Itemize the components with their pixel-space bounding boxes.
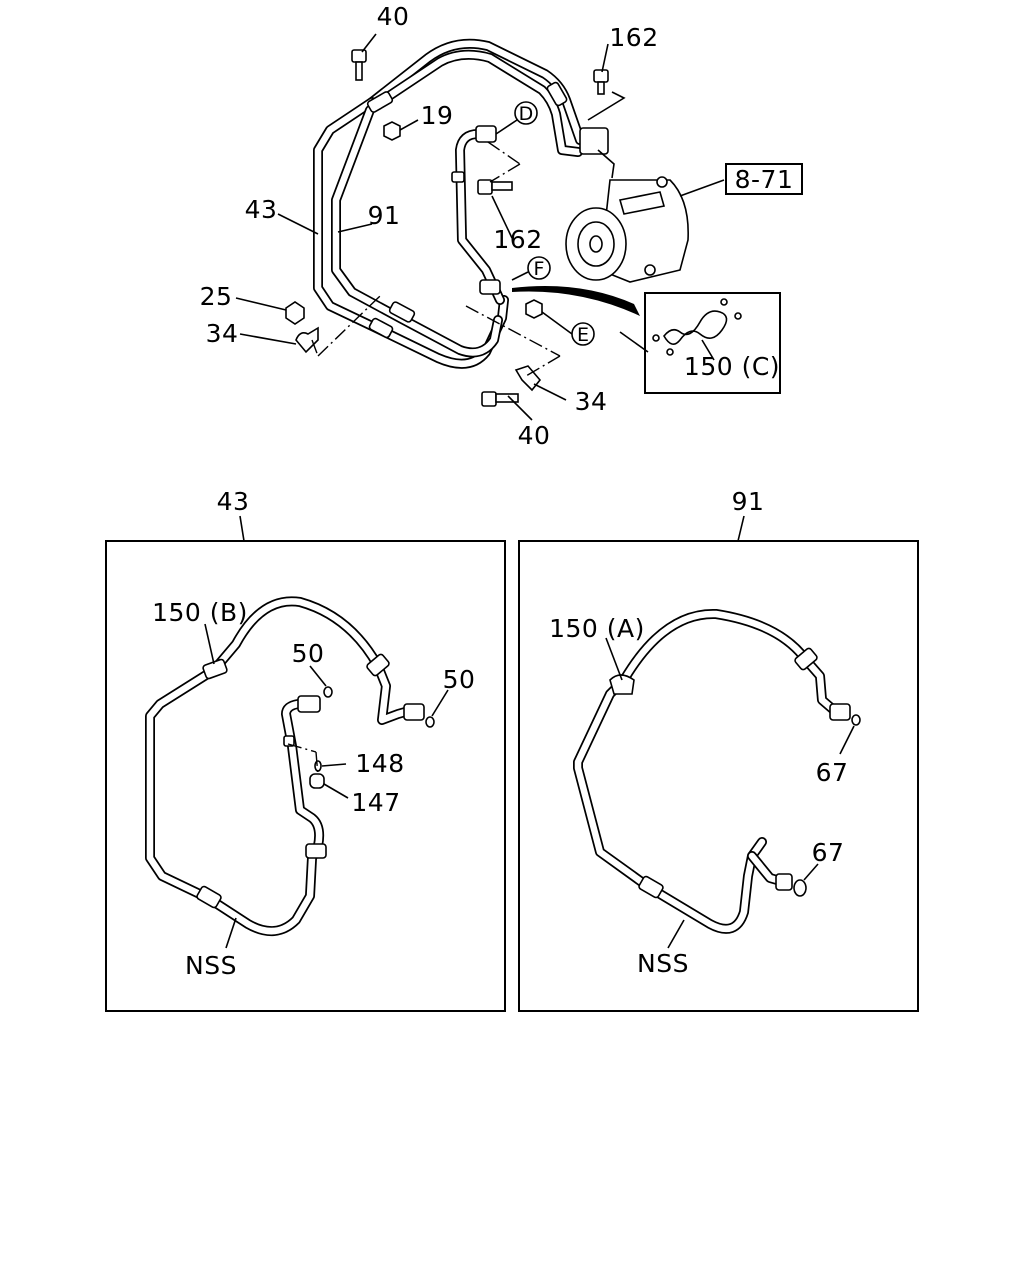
label-nut-25: 25 [200,282,233,311]
panel-91-clip-label: 150 (A) [549,614,645,643]
label-bolt-162-top: 162 [609,23,658,52]
panel-91-nss-label: NSS [637,949,689,978]
top-assembly: D F E 8-71 150 (C) 40 19 162 [200,2,803,450]
alignment-lines [311,141,561,377]
label-nut-19: 19 [421,101,454,130]
label-clip-34-right: 34 [575,387,608,416]
nut-e-icon [525,299,543,319]
callout-f-label: F [534,258,545,280]
reference-8-71: 8-71 [725,163,803,195]
panel-43-part-148-label: 148 [355,749,404,778]
label-bolt-40-top: 40 [377,2,410,31]
callout-e-label: E [577,324,589,346]
bolt-40-top-icon [351,49,367,81]
panel-91-hose-drawing [573,608,851,934]
inset-pointer-arrow [512,286,640,316]
panel-43-oring-b-label: 50 [443,665,476,694]
hose-91-drawing [331,49,583,358]
label-bolt-162-mid: 162 [493,225,542,254]
panel-43-part-147-label: 147 [351,788,400,817]
panel-43-clip-label: 150 (B) [152,598,248,627]
panel-43-nss-label: NSS [185,951,237,980]
hose-sleeves [366,81,568,339]
label-hose-91: 91 [368,201,401,230]
leader-lines [235,33,725,421]
label-clip-34-left: 34 [206,319,239,348]
panel-91-leaders [605,637,855,949]
callout-e: E [571,322,595,346]
oring-67-a-icon [851,714,861,726]
bolt-40-bottom-icon [481,391,519,407]
inset-clip-150c: 150 (C) [644,292,781,394]
panel-43-hose-drawing [145,596,425,936]
part-147-icon [309,773,325,789]
panel-43-title: 43 [217,487,250,516]
inset-clip-label: 150 (C) [684,352,780,381]
panel-91-title: 91 [732,487,765,516]
panel-91-oring-a-label: 67 [816,758,849,787]
compressor-fitting-icon [579,127,609,155]
panel-91: 91 150 (A) 67 67 NSS [518,487,919,1012]
reference-8-71-label: 8-71 [735,165,794,194]
callout-d-label: D [519,103,534,125]
clip-34-left-icon [295,326,319,354]
bolt-162-mid-icon [477,179,513,195]
suction-line [451,125,505,305]
oring-50-a-icon [323,686,333,698]
oring-50-b-icon [425,716,435,728]
bolt-162-top-icon [593,69,609,95]
panel-91-oring-b-label: 67 [812,838,845,867]
panel-43: 43 150 (B) [105,487,506,1012]
oring-67-b-icon [793,879,807,897]
panel-43-oring-a-label: 50 [292,639,325,668]
panel-43-leaders [204,623,449,949]
label-hose-43: 43 [245,195,278,224]
part-148-icon [314,760,322,772]
callout-f: F [527,256,551,280]
label-bolt-40-bottom: 40 [518,421,551,450]
nut-19-icon [383,121,401,141]
nut-25-icon [285,301,305,325]
compressor-drawing [565,149,689,283]
callout-d: D [514,101,538,125]
